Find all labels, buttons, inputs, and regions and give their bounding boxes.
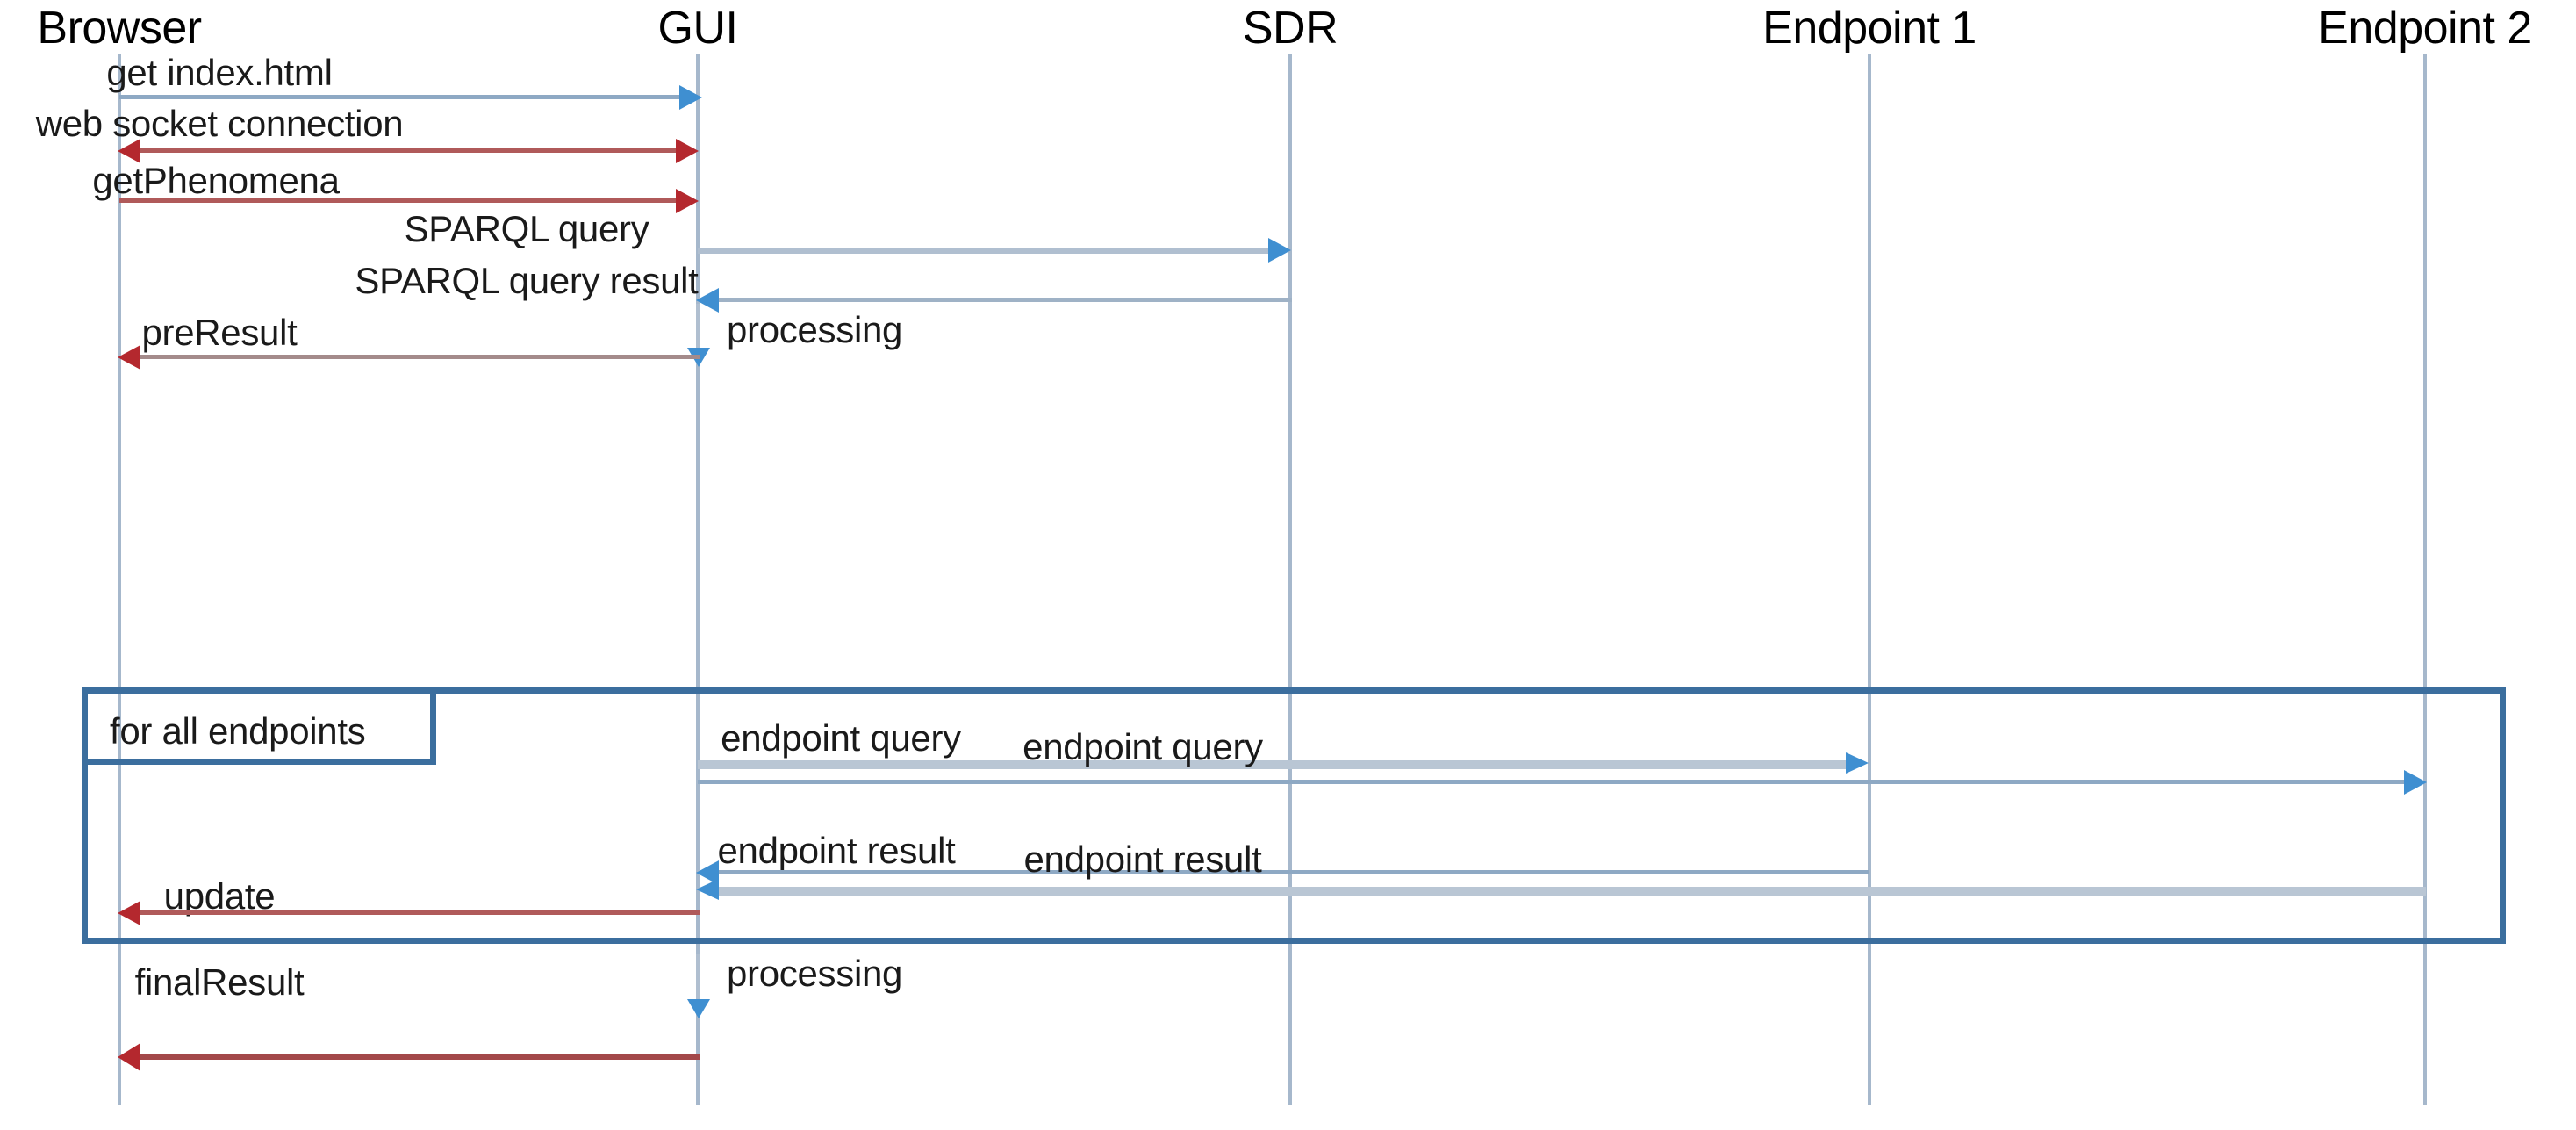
message-label-endpoint-query-1: endpoint query xyxy=(721,717,961,759)
combined-fragment-frame xyxy=(82,687,2506,944)
lifeline-endpoint-1 xyxy=(1868,54,1871,1105)
message-label-endpoint-result-1: endpoint result xyxy=(717,830,956,871)
message-label-web-socket-connection: web socket connection xyxy=(35,103,404,144)
message-label-endpoint-query-2: endpoint query xyxy=(1023,726,1263,767)
participant-header-browser: Browser xyxy=(37,3,202,54)
participant-header-gui: GUI xyxy=(657,3,738,54)
message-label-final-result: finalResult xyxy=(134,961,305,1003)
combined-fragment-label: for all endpoints xyxy=(110,710,366,752)
message-label-processing-2: processing xyxy=(727,953,903,994)
lifeline-endpoint-2 xyxy=(2423,54,2427,1105)
lifeline-sdr xyxy=(1288,54,1292,1105)
message-label-pre-result: preResult xyxy=(141,312,298,353)
message-label-sparql-query: SPARQL query xyxy=(404,208,649,249)
message-label-processing-1: processing xyxy=(727,309,903,350)
message-label-endpoint-result-2: endpoint result xyxy=(1023,839,1262,880)
message-label-sparql-query-result: SPARQL query result xyxy=(355,260,699,301)
lifeline-browser xyxy=(118,54,121,1105)
participant-header-sdr: SDR xyxy=(1242,3,1338,54)
participant-header-endpoint-1: Endpoint 1 xyxy=(1762,3,1977,54)
message-label-get-phenomena: getPhenomena xyxy=(92,160,340,201)
message-label-get-index-html: get index.html xyxy=(106,52,333,93)
participant-header-endpoint-2: Endpoint 2 xyxy=(2318,3,2532,54)
lifeline-gui xyxy=(696,54,700,1105)
message-label-update: update xyxy=(163,875,276,917)
combined-fragment-tab xyxy=(82,687,436,765)
